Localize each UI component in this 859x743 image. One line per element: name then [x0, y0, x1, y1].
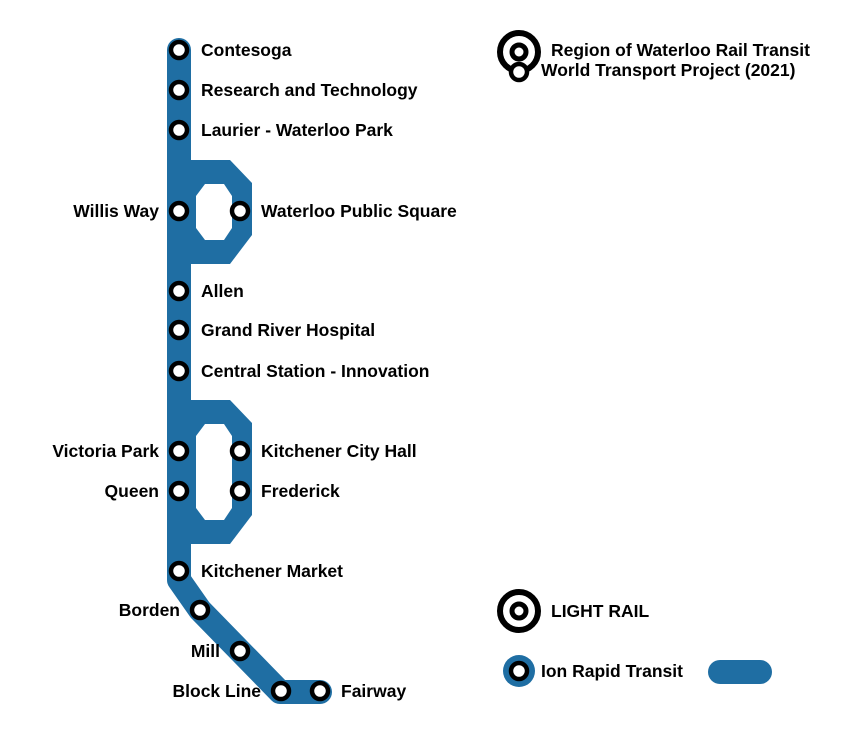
station-label-allen[interactable]: Allen	[201, 281, 244, 301]
station-marker-block-line[interactable]	[270, 680, 292, 702]
station-label-frederick[interactable]: Frederick	[261, 481, 340, 501]
line-upper-loop-hole	[196, 184, 232, 240]
station-marker-kitchener-market[interactable]	[168, 560, 190, 582]
line-lower-loop-hole	[196, 424, 232, 520]
station-marker-borden[interactable]	[189, 599, 211, 621]
map-subtitle: World Transport Project (2021)	[541, 60, 796, 80]
station-markers	[168, 39, 331, 702]
station-marker-willis-way[interactable]	[168, 200, 190, 222]
station-marker-allen[interactable]	[168, 280, 190, 302]
station-label-waterloo-public-square[interactable]: Waterloo Public Square	[261, 201, 457, 221]
station-marker-laurier-waterloo-park[interactable]	[168, 119, 190, 141]
legend-ion-station-icon	[503, 655, 535, 687]
legend-line-swatch	[708, 660, 772, 684]
station-marker-mill[interactable]	[229, 640, 251, 662]
station-label-grand-river-hospital[interactable]: Grand River Hospital	[201, 320, 376, 340]
station-marker-kitchener-city-hall[interactable]	[229, 440, 251, 462]
station-label-kitchener-city-hall[interactable]: Kitchener City Hall	[261, 441, 417, 461]
station-label-research-and-technology[interactable]: Research and Technology	[201, 80, 418, 100]
station-label-kitchener-market[interactable]: Kitchener Market	[201, 561, 343, 581]
station-label-block-line[interactable]: Block Line	[172, 681, 262, 701]
station-marker-grand-river-hospital[interactable]	[168, 319, 190, 341]
station-marker-central-station-innovation[interactable]	[168, 360, 190, 382]
legend-light-rail-icon	[497, 589, 541, 633]
station-label-willis-way[interactable]: Willis Way	[73, 201, 159, 221]
station-label-queen[interactable]: Queen	[104, 481, 159, 501]
station-label-central-station-innovation[interactable]: Central Station - Innovation	[201, 361, 430, 381]
station-label-contesoga[interactable]: Contesoga	[201, 40, 292, 60]
station-label-mill[interactable]: Mill	[190, 641, 220, 661]
station-label-fairway[interactable]: Fairway	[341, 681, 407, 701]
legend-ion-label: Ion Rapid Transit	[541, 661, 683, 681]
station-label-victoria-park[interactable]: Victoria Park	[52, 441, 159, 461]
station-marker-contesoga[interactable]	[168, 39, 190, 61]
station-marker-research-and-technology[interactable]	[168, 79, 190, 101]
station-label-laurier-waterloo-park[interactable]: Laurier - Waterloo Park	[201, 120, 393, 140]
title-logo-icon	[497, 30, 541, 83]
map-title: Region of Waterloo Rail Transit	[551, 40, 810, 60]
station-marker-frederick[interactable]	[229, 480, 251, 502]
station-marker-victoria-park[interactable]	[168, 440, 190, 462]
station-marker-fairway[interactable]	[309, 680, 331, 702]
station-label-borden[interactable]: Borden	[118, 600, 180, 620]
legend-light-rail-label: LIGHT RAIL	[551, 601, 650, 621]
station-marker-queen[interactable]	[168, 480, 190, 502]
station-marker-waterloo-public-square[interactable]	[229, 200, 251, 222]
